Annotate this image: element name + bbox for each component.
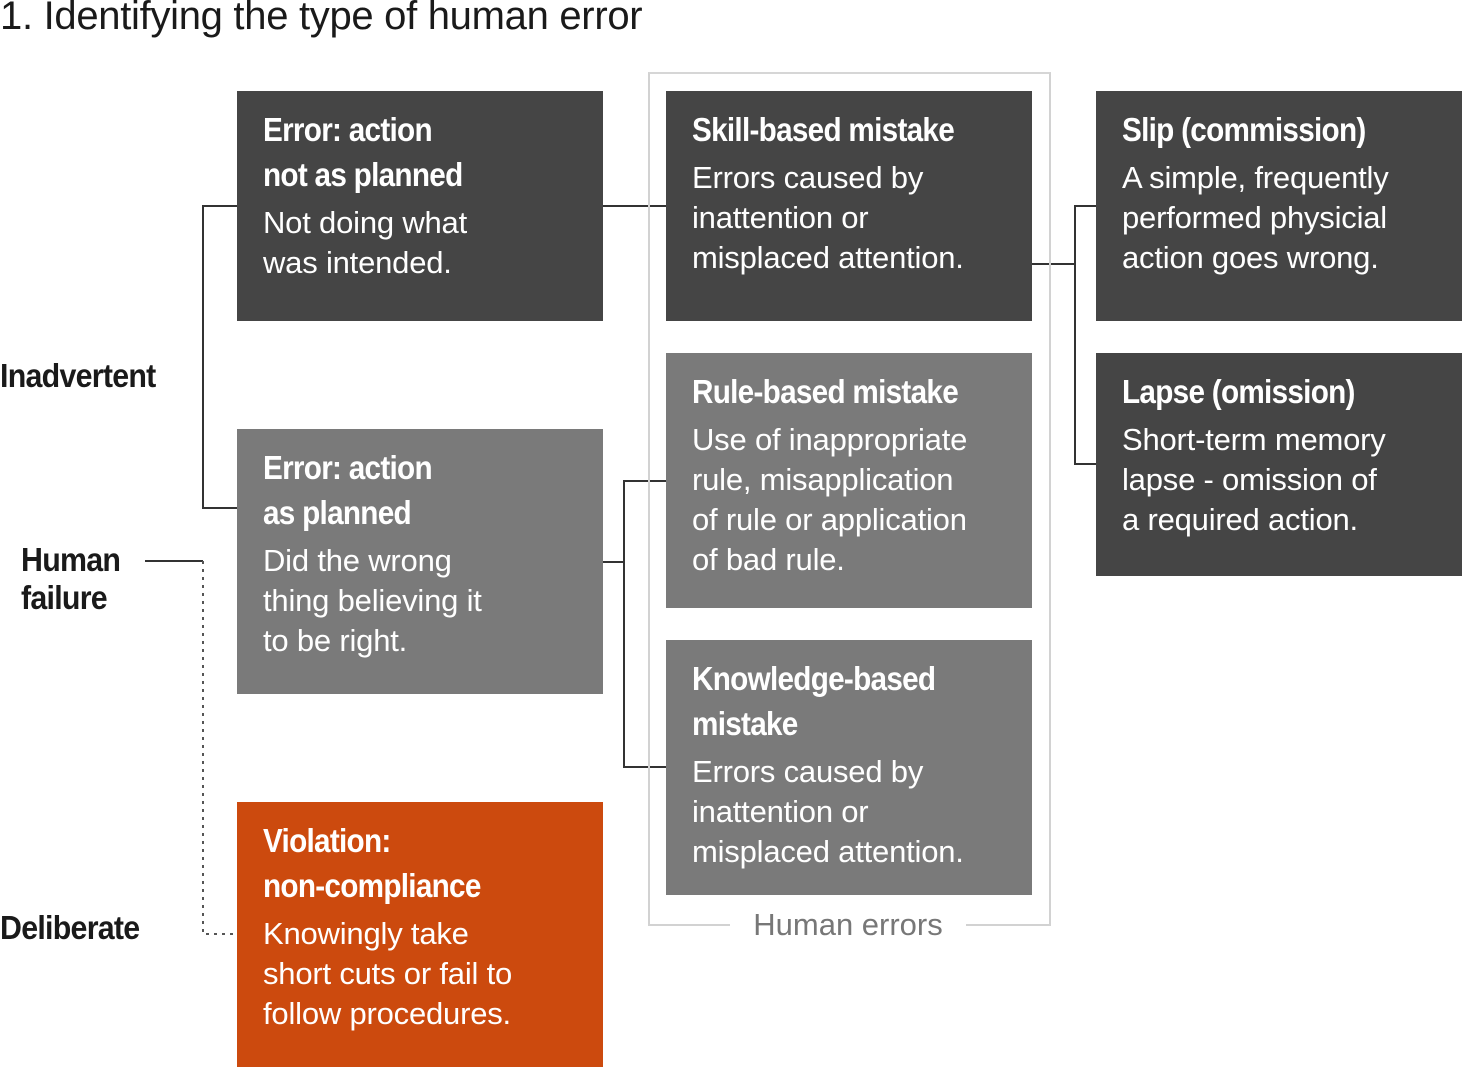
error-not-as-planned-box: Error: action not as planned Not doing w… — [237, 91, 603, 321]
box-description: Short-term memory lapse - omission of a … — [1122, 422, 1386, 537]
box-heading: Error: action as planned — [263, 449, 433, 531]
box-heading: Slip (commission) — [1122, 111, 1366, 148]
lapse-omission-box: Lapse (omission) Short-term memory lapse… — [1096, 353, 1462, 576]
diagram-title: 1. Identifying the type of human error — [0, 0, 643, 38]
box-description: Errors caused by inattention or misplace… — [692, 160, 964, 275]
slip-commission-box: Slip (commission) A simple, frequently p… — [1096, 91, 1462, 321]
box-description: Use of inappropriate rule, misapplicatio… — [692, 422, 968, 577]
box-heading: Knowledge-based mistake — [692, 660, 936, 742]
connector-slip-lapse-branch — [1074, 205, 1096, 465]
deliberate-label: Deliberate — [0, 909, 140, 946]
error-as-planned-box: Error: action as planned Did the wrong t… — [237, 429, 603, 694]
box-heading: Rule-based mistake — [692, 373, 959, 410]
box-heading: Violation: non-compliance — [263, 822, 481, 904]
knowledge-based-mistake-box: Knowledge-based mistake Errors caused by… — [666, 640, 1032, 895]
skill-based-mistake-box: Skill-based mistake Errors caused by ina… — [666, 91, 1032, 321]
box-heading: Skill-based mistake — [692, 111, 955, 148]
box-heading: Error: action not as planned — [263, 111, 463, 193]
connector-deliberate-dotted — [202, 561, 237, 935]
connector-inadvertent-trunk — [202, 205, 237, 509]
human-failure-label: Human failure — [21, 541, 121, 616]
box-description: A simple, frequently performed physicial… — [1122, 160, 1389, 275]
rule-based-mistake-box: Rule-based mistake Use of inappropriate … — [666, 353, 1032, 608]
human-errors-group-label: Human errors — [730, 906, 966, 944]
box-description: Not doing what was intended. — [263, 205, 467, 280]
box-description: Knowingly take short cuts or fail to fol… — [263, 916, 513, 1031]
box-description: Errors caused by inattention or misplace… — [692, 754, 964, 869]
violation-box: Violation: non-compliance Knowingly take… — [237, 802, 603, 1067]
box-description: Did the wrong thing believing it to be r… — [263, 543, 482, 658]
box-heading: Lapse (omission) — [1122, 373, 1355, 410]
inadvertent-label: Inadvertent — [0, 357, 156, 394]
connector-mistakes-branch — [623, 480, 666, 768]
